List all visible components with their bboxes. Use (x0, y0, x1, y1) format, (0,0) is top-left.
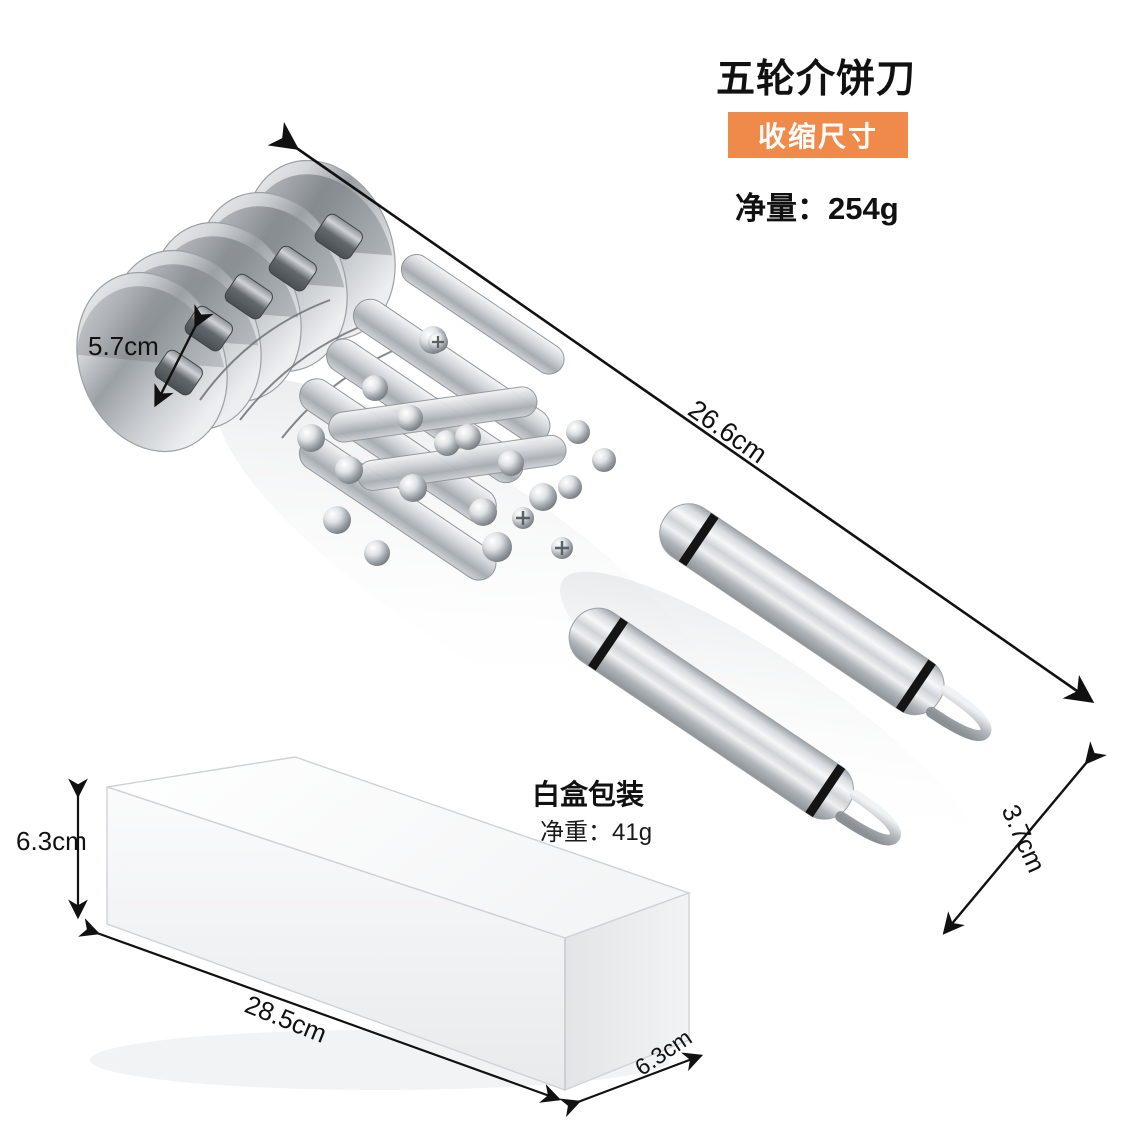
dimension-blade-height: 5.7cm (88, 331, 159, 361)
dimension-box-height: 6.3cm (16, 826, 87, 856)
dimension-arrows (68, 121, 1107, 1118)
status-badge: 收缩尺寸 (728, 112, 908, 158)
arrow-box-depth (559, 1052, 704, 1118)
packaging-label: 白盒包装 (532, 779, 645, 810)
packaging-net-weight: 净重：41g (540, 819, 653, 846)
arrow-depth (942, 741, 1107, 935)
net-weight-label: 净量：254g (735, 191, 899, 226)
badge-label: 收缩尺寸 (757, 121, 878, 152)
arrow-total-length (267, 121, 1095, 703)
arrow-box-length (78, 918, 562, 1103)
arrow-blade-height (154, 304, 214, 408)
page-title: 五轮介饼刀 (716, 58, 917, 101)
